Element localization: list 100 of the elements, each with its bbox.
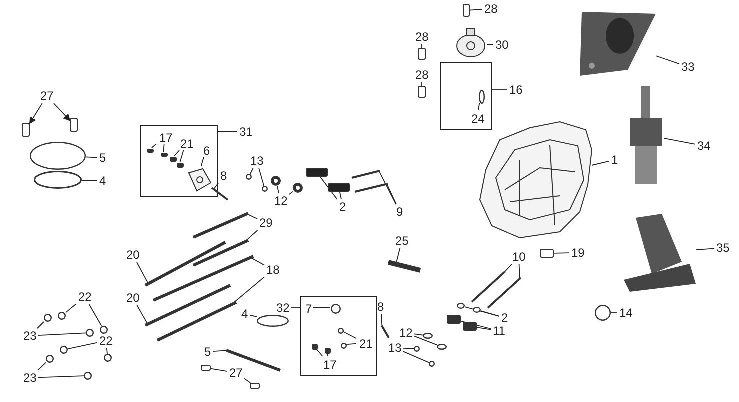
leader-line bbox=[403, 348, 414, 350]
callout-number: 13 bbox=[250, 154, 265, 168]
callout-number: 5 bbox=[204, 346, 212, 358]
callout-number: 12 bbox=[398, 326, 414, 340]
spring bbox=[328, 183, 350, 192]
callout-number: 17 bbox=[158, 132, 174, 144]
callout-number: 12 bbox=[274, 194, 289, 208]
washer bbox=[58, 312, 66, 320]
callout-number: 34 bbox=[696, 140, 712, 152]
callout-number: 18 bbox=[266, 264, 281, 276]
gasket bbox=[34, 171, 82, 189]
stud bbox=[192, 212, 250, 238]
leader-line bbox=[210, 368, 228, 372]
kit-frame bbox=[300, 296, 377, 376]
bolt bbox=[463, 4, 470, 17]
leader-line bbox=[346, 343, 357, 346]
leader-line bbox=[504, 264, 512, 274]
keeper bbox=[414, 346, 420, 352]
cover-plate bbox=[30, 142, 86, 170]
clip bbox=[177, 163, 184, 168]
callout-number: 8 bbox=[376, 300, 386, 314]
stud bbox=[152, 254, 254, 302]
callout-number: 23 bbox=[22, 372, 38, 384]
leader-line bbox=[200, 157, 204, 166]
washer bbox=[271, 176, 281, 186]
callout-number: 2 bbox=[500, 312, 510, 324]
stud bbox=[144, 240, 226, 286]
leader-line bbox=[320, 176, 338, 200]
leader-line bbox=[656, 56, 680, 65]
circlip bbox=[595, 305, 611, 321]
leader-line bbox=[342, 331, 357, 340]
callout-number: 31 bbox=[238, 126, 254, 138]
leader-line bbox=[180, 150, 184, 162]
leader-line bbox=[696, 248, 715, 251]
spring bbox=[447, 315, 461, 324]
valve bbox=[487, 277, 522, 309]
leader-line bbox=[276, 186, 280, 194]
leader-line bbox=[610, 312, 618, 314]
connector-drawing bbox=[622, 214, 696, 292]
callout-number: 14 bbox=[618, 306, 634, 320]
leader-line bbox=[29, 103, 43, 124]
leader-line bbox=[592, 160, 610, 166]
leader-line bbox=[460, 320, 492, 330]
spring bbox=[463, 322, 477, 331]
leader-line bbox=[37, 362, 46, 371]
leader-line bbox=[163, 144, 165, 152]
leader-line bbox=[414, 334, 424, 336]
seal-ring bbox=[457, 303, 465, 309]
clip bbox=[341, 343, 347, 349]
nut bbox=[44, 314, 52, 322]
leader-line bbox=[174, 150, 180, 156]
leader-line bbox=[478, 102, 480, 111]
leader-line bbox=[86, 156, 98, 158]
callout-number: 8 bbox=[220, 170, 228, 182]
sensor bbox=[540, 249, 554, 258]
spring bbox=[306, 168, 328, 177]
leader-line bbox=[82, 180, 98, 182]
sensor-drawing bbox=[628, 86, 664, 184]
clip bbox=[338, 328, 344, 334]
callout-number: 11 bbox=[492, 324, 506, 338]
callout-number: 33 bbox=[680, 60, 696, 74]
leader-line bbox=[54, 103, 71, 122]
callout-number: 21 bbox=[180, 138, 195, 150]
valve bbox=[354, 183, 389, 193]
leader-line bbox=[250, 256, 265, 266]
nut bbox=[84, 372, 92, 380]
leader-line bbox=[664, 138, 696, 145]
leader-line bbox=[414, 336, 438, 346]
leader-line bbox=[316, 348, 324, 357]
leader-line bbox=[464, 306, 500, 317]
oil-pump-drawing bbox=[455, 28, 487, 60]
pin bbox=[312, 344, 318, 350]
leader-line bbox=[106, 348, 108, 354]
bolt bbox=[201, 365, 211, 371]
kit-frame bbox=[440, 62, 492, 130]
bolt bbox=[418, 86, 426, 98]
leader-line bbox=[66, 304, 77, 314]
flange-drawing bbox=[580, 10, 656, 76]
pin bbox=[381, 325, 390, 339]
callout-number: 4 bbox=[240, 308, 250, 320]
keeper bbox=[429, 361, 435, 367]
callout-number: 35 bbox=[716, 242, 731, 254]
callout-number: 23 bbox=[22, 330, 38, 342]
callout-number: 1 bbox=[610, 154, 620, 166]
leader-line bbox=[486, 44, 494, 46]
leader-line bbox=[554, 252, 570, 254]
leader-line bbox=[396, 248, 401, 265]
washer bbox=[60, 346, 68, 354]
pin bbox=[161, 153, 168, 157]
washer bbox=[293, 183, 303, 193]
callout-number: 28 bbox=[484, 2, 499, 16]
leader-line bbox=[250, 314, 258, 318]
leader-line bbox=[246, 230, 258, 242]
leader-line bbox=[250, 168, 254, 174]
leader-line bbox=[403, 351, 430, 364]
leader-line bbox=[68, 342, 98, 350]
clip bbox=[170, 157, 177, 162]
bolt bbox=[250, 383, 260, 389]
leader-line bbox=[213, 182, 219, 190]
leader-line bbox=[213, 350, 228, 352]
